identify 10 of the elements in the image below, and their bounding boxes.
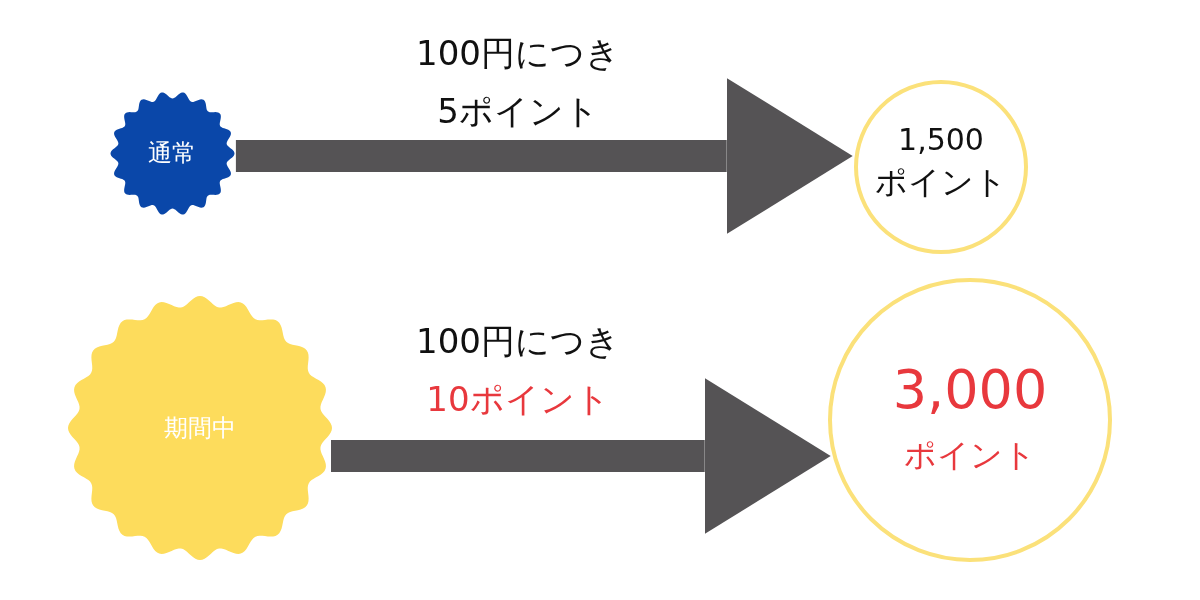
edge-label: 100円につき 5ポイント: [415, 32, 621, 133]
point-unit: ポイント: [903, 438, 1037, 474]
point-amount: 1,500: [897, 122, 985, 156]
edge-label: 100円につき 10ポイント: [415, 320, 621, 421]
badge-label: 期間中: [163, 414, 237, 442]
arrow: [331, 378, 831, 534]
point-unit: ポイント: [874, 165, 1008, 201]
badge-label: 通常: [147, 139, 197, 167]
arrow: [235, 78, 853, 234]
point-amount: 3,000: [891, 360, 1049, 420]
